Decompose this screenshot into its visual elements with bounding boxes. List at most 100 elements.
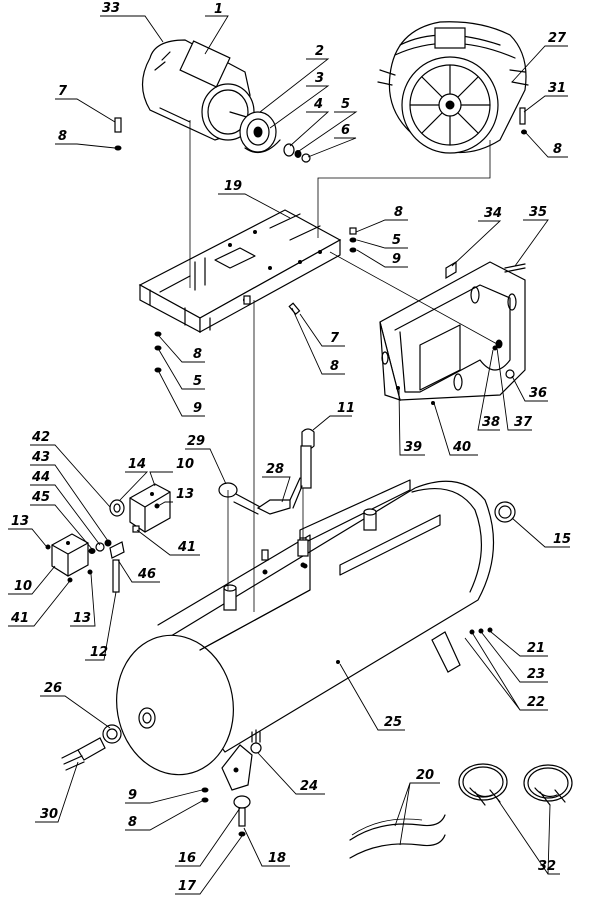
callout-9b: 9 (158, 371, 205, 417)
motor-bolt (114, 117, 122, 151)
callout-5b: 5 (356, 233, 408, 249)
svg-text:24: 24 (300, 779, 318, 794)
tank-feet (221, 631, 461, 791)
svg-text:21: 21 (527, 641, 545, 656)
svg-text:15: 15 (553, 532, 571, 547)
callout-45: 45 (30, 490, 93, 550)
callout-27: 27 (511, 31, 568, 83)
svg-text:8: 8 (58, 129, 67, 144)
tank-foot-hardware (201, 787, 251, 837)
svg-text:44: 44 (31, 470, 50, 485)
callout-35: 35 (514, 205, 549, 267)
svg-text:5: 5 (341, 97, 350, 112)
svg-text:5: 5 (392, 233, 401, 248)
callout-30: 30 (35, 761, 79, 823)
callout-17: 17 (175, 835, 243, 895)
callout-10a: 10 (149, 457, 194, 487)
svg-text:13: 13 (11, 514, 29, 529)
callout-20: 20 (394, 768, 440, 846)
svg-text:43: 43 (31, 450, 50, 465)
svg-text:45: 45 (31, 490, 50, 505)
svg-text:29: 29 (187, 434, 205, 449)
callout-11: 11 (312, 401, 355, 431)
callout-4: 4 (289, 97, 330, 147)
svg-text:38: 38 (482, 415, 500, 430)
callout-36: 36 (511, 375, 548, 402)
svg-text:31: 31 (548, 81, 566, 96)
callout-8d: 8 (291, 307, 345, 375)
motor-pulley (239, 111, 281, 154)
svg-text:20: 20 (416, 768, 434, 783)
svg-text:4: 4 (313, 97, 323, 112)
svg-text:9: 9 (193, 401, 202, 416)
callout-5a: 5 (298, 97, 358, 152)
callout-23: 23 (481, 632, 548, 683)
svg-text:37: 37 (514, 415, 533, 430)
svg-text:1: 1 (214, 2, 223, 17)
wiring-cables (349, 814, 446, 859)
svg-text:30: 30 (40, 807, 58, 822)
svg-text:9: 9 (128, 788, 137, 803)
alignment-lines (189, 120, 498, 612)
svg-text:8: 8 (394, 205, 403, 220)
mounting-plate (138, 209, 342, 334)
svg-text:39: 39 (404, 440, 422, 455)
svg-text:16: 16 (178, 851, 196, 866)
svg-text:12: 12 (90, 645, 108, 660)
svg-text:10: 10 (176, 457, 194, 472)
callout-29: 29 (185, 434, 227, 485)
callout-3: 3 (269, 71, 330, 129)
safety-valve (297, 428, 315, 568)
svg-text:35: 35 (529, 205, 547, 220)
callout-41a: 41 (136, 529, 200, 556)
svg-text:17: 17 (178, 879, 197, 894)
callout-9a: 9 (356, 249, 408, 268)
callout-40: 40 (433, 402, 478, 456)
callout-8c: 8 (355, 205, 408, 233)
callout-21: 21 (490, 631, 548, 657)
callout-9c: 9 (125, 788, 203, 804)
callout-31: 31 (523, 81, 568, 113)
svg-text:25: 25 (384, 715, 402, 730)
callout-13a: 13 (157, 487, 194, 507)
svg-text:41: 41 (10, 611, 29, 626)
svg-text:23: 23 (527, 667, 545, 682)
svg-text:9: 9 (392, 252, 401, 267)
callout-13c: 13 (70, 573, 96, 627)
air-tank (116, 479, 495, 776)
svg-text:11: 11 (337, 401, 355, 416)
callout-8f: 8 (125, 800, 203, 831)
svg-text:7: 7 (58, 84, 68, 99)
svg-text:6: 6 (341, 123, 350, 138)
callout-8a: 8 (55, 129, 116, 149)
check-valve (494, 501, 516, 523)
callout-44: 44 (30, 470, 101, 546)
manifold-fittings (88, 539, 125, 593)
callout-1: 1 (204, 2, 229, 55)
wire-harness-left (458, 763, 508, 806)
svg-text:7: 7 (330, 331, 340, 346)
callout-10b: 10 (8, 565, 56, 595)
svg-text:8: 8 (553, 142, 562, 157)
wire-harness-right (523, 764, 573, 806)
tank-fittings (138, 508, 377, 729)
callout-34: 34 (451, 206, 502, 267)
svg-text:19: 19 (224, 179, 242, 194)
drain-valve (61, 724, 122, 771)
svg-text:18: 18 (268, 851, 286, 866)
callout-28: 28 (262, 462, 291, 503)
svg-text:13: 13 (176, 487, 194, 502)
callout-42: 42 (30, 430, 111, 508)
callout-7b: 7 (299, 313, 345, 347)
svg-text:46: 46 (137, 567, 156, 582)
callout-14: 14 (119, 457, 149, 501)
belt-guard (379, 261, 526, 405)
callout-18: 18 (243, 827, 290, 867)
drain-hardware (250, 627, 493, 754)
callout-13b: 13 (8, 514, 47, 547)
callout-38: 38 (477, 349, 500, 431)
callout-2: 2 (259, 44, 330, 113)
callout-16: 16 (175, 807, 241, 867)
svg-text:14: 14 (128, 457, 146, 472)
pressure-switch-left (45, 533, 93, 583)
